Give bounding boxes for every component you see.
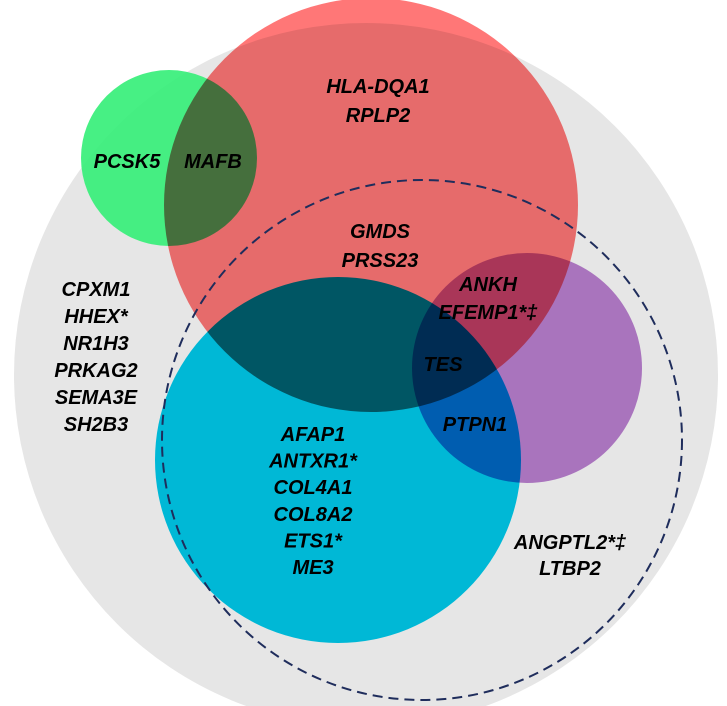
group-pcsk5: PCSK5: [94, 151, 162, 173]
gene-label: EFEMP1*‡: [439, 302, 538, 324]
gene-label: ANTXR1*: [268, 451, 358, 473]
gene-label: HLA-DQA1: [326, 76, 429, 98]
gene-label: HHEX*: [64, 306, 129, 328]
gene-label: MAFB: [184, 151, 242, 173]
group-red-purple: ANKH EFEMP1*‡: [439, 274, 538, 324]
gene-label: PTPN1: [443, 414, 507, 436]
gene-label: COL8A2: [274, 504, 353, 526]
dashed-circle: [161, 179, 683, 701]
gene-label: ETS1*: [284, 530, 343, 552]
gene-label: RPLP2: [346, 105, 410, 127]
gene-label: ANGPTL2*‡: [513, 532, 626, 554]
gene-label: SEMA3E: [55, 387, 138, 409]
gene-label: LTBP2: [539, 558, 601, 580]
gene-label: GMDS: [350, 221, 411, 243]
gene-label: SH2B3: [64, 414, 128, 436]
gene-label: PRKAG2: [54, 360, 137, 382]
group-mafb: MAFB: [184, 151, 242, 173]
group-dashed-only: ANGPTL2*‡ LTBP2: [513, 532, 626, 580]
gene-label: CPXM1: [62, 279, 131, 301]
purple-circle: [412, 253, 642, 483]
gene-label: TES: [424, 354, 464, 376]
group-red-dashed: GMDS PRSS23: [342, 221, 419, 272]
gene-label: ANKH: [458, 274, 517, 296]
gene-label: COL4A1: [274, 477, 353, 499]
group-ptpn1: PTPN1: [443, 414, 507, 436]
gene-label: AFAP1: [280, 424, 345, 446]
gene-label: PRSS23: [342, 250, 419, 272]
group-tes: TES: [424, 354, 464, 376]
gene-label: PCSK5: [94, 151, 162, 173]
gene-label: ME3: [292, 557, 333, 579]
gene-label: NR1H3: [63, 333, 129, 355]
